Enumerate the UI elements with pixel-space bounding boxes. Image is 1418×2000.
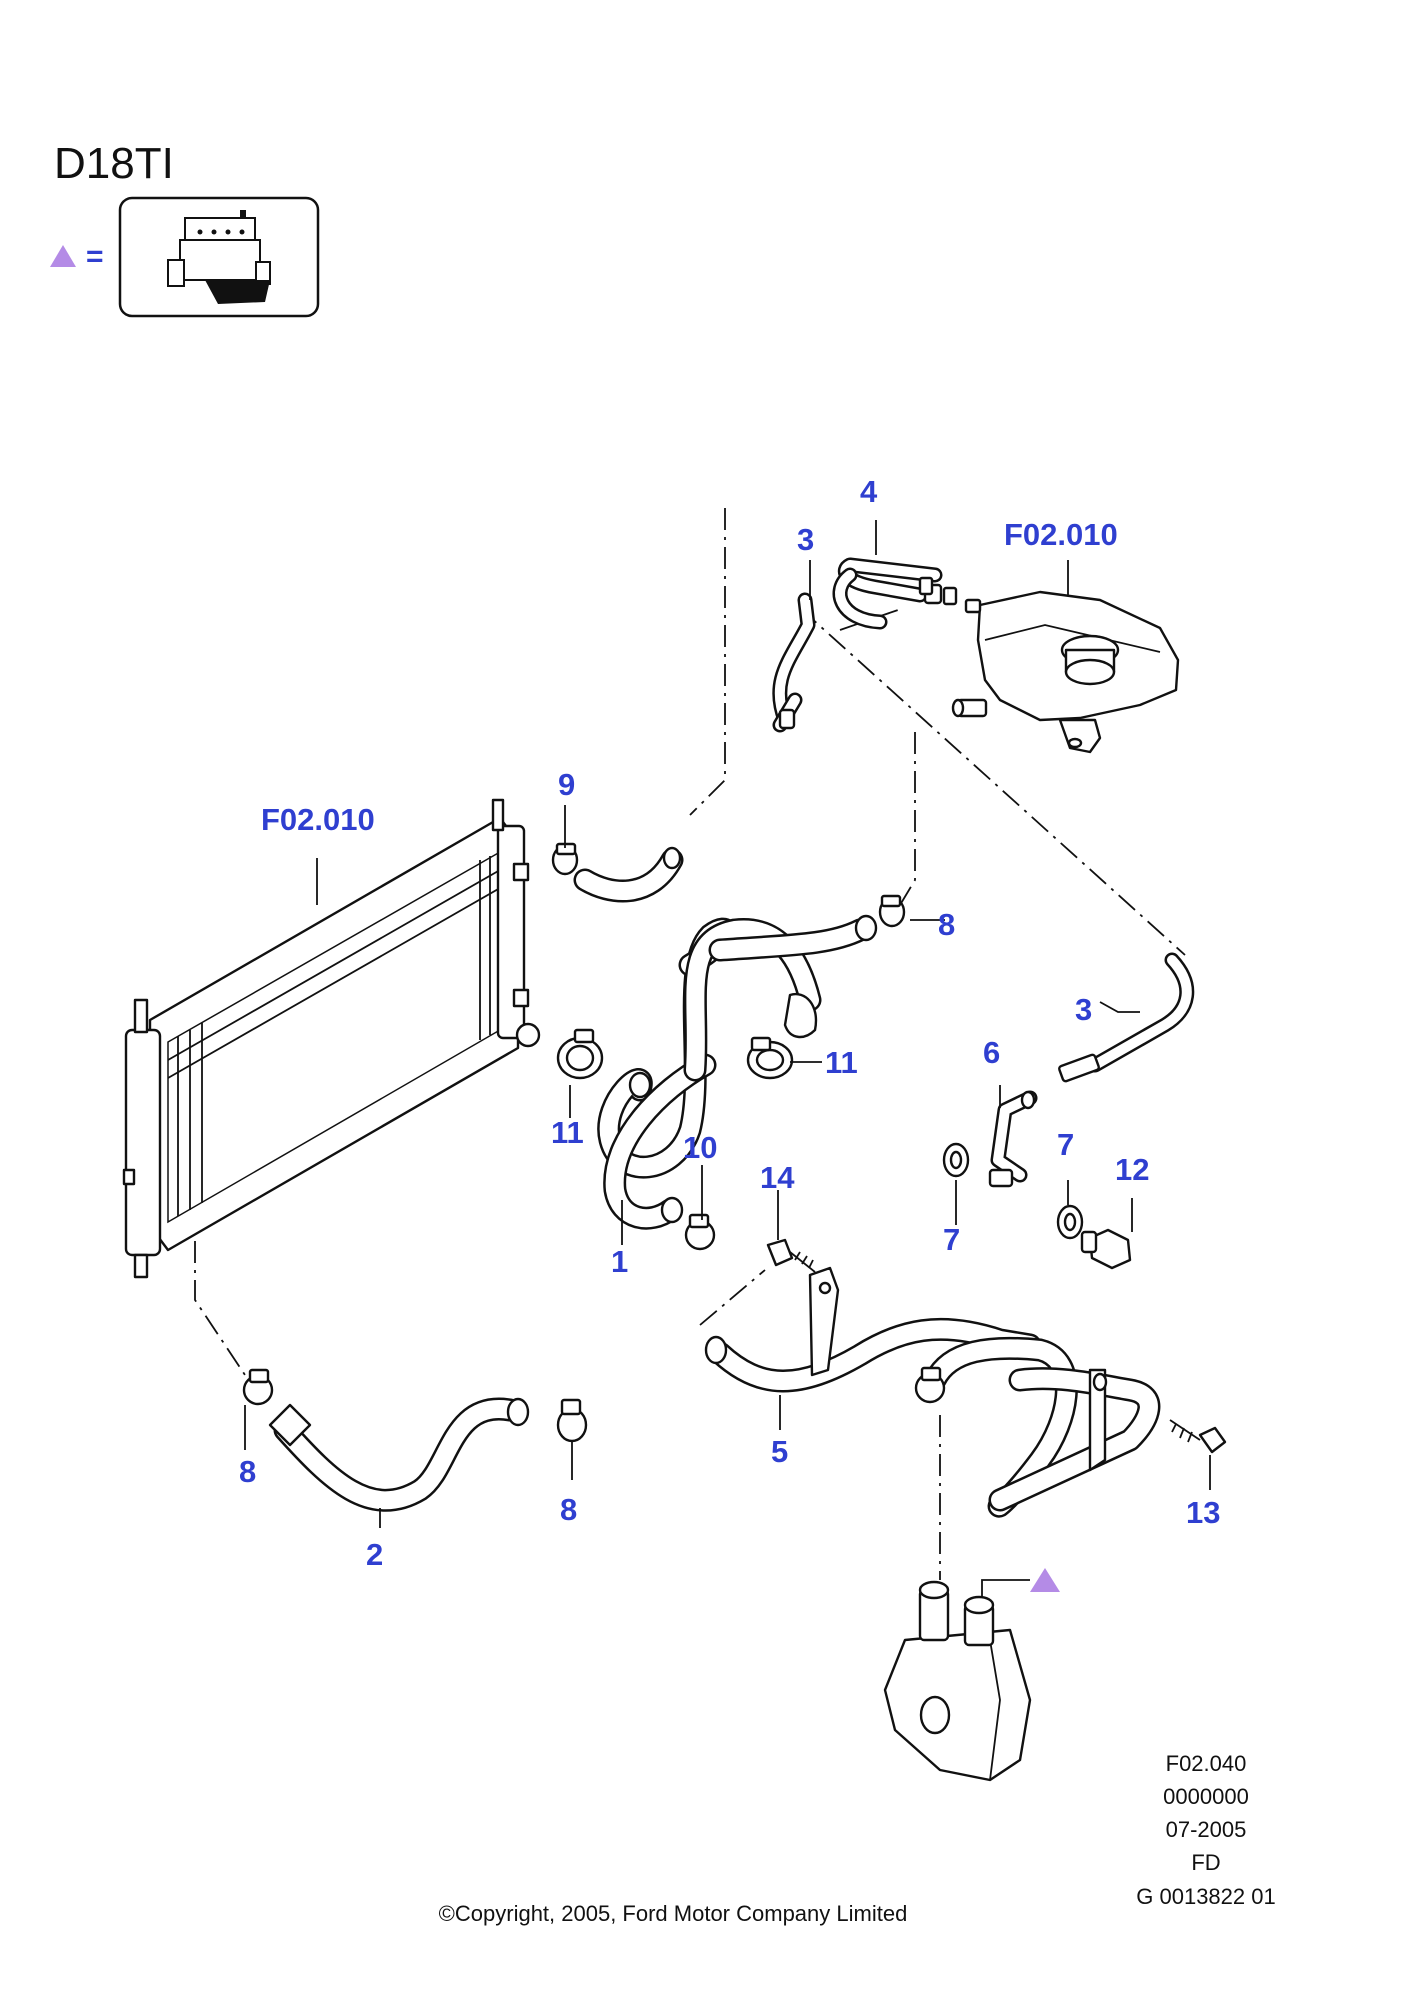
copyright: ©Copyright, 2005, Ford Motor Company Lim… [439, 1901, 908, 1926]
ref-line-1: F02.040 [1166, 1751, 1247, 1776]
callout-1: 1 [611, 1244, 628, 1279]
clamp-8-top [878, 894, 906, 928]
callout-ref-tank: F02.010 [1004, 517, 1118, 552]
callout-7-left: 7 [943, 1222, 960, 1257]
ref-line-2: 0000000 [1163, 1784, 1249, 1809]
legend-equals: = [86, 240, 104, 273]
hose-5 [704, 1266, 1161, 1518]
hose-9 [573, 846, 684, 903]
callout-12: 12 [1115, 1152, 1149, 1187]
washer-7-left [942, 1142, 970, 1178]
ref-line-3: 07-2005 [1166, 1817, 1247, 1842]
callout-8-left: 8 [239, 1454, 256, 1489]
bolt-13 [1169, 1419, 1227, 1454]
engine-code-title: D18TI [54, 139, 174, 188]
callout-ref-radiator: F02.010 [261, 802, 375, 837]
callout-3-right: 3 [1075, 992, 1092, 1027]
callout-9: 9 [558, 767, 575, 802]
routing-line-8 [899, 732, 916, 906]
callout-8-top: 8 [938, 907, 955, 942]
leader-lines [244, 520, 1211, 1528]
clamp-10 [684, 1213, 716, 1251]
clamp-11-right [746, 1036, 794, 1080]
clamp-9 [551, 842, 579, 876]
legend-triangle-icon [50, 245, 76, 267]
washer-7-right [1056, 1204, 1084, 1240]
clamp-top-tank [918, 576, 958, 606]
legend: = [50, 196, 320, 318]
radiator-core-fins [167, 856, 501, 1216]
oil-cooler [883, 1568, 1060, 1782]
callouts: 4 3 F02.010 F02.010 9 8 3 6 11 11 7 12 1… [239, 474, 1220, 1572]
engine-thumbnail-icon [167, 210, 271, 304]
callout-3-top: 3 [797, 522, 814, 557]
callout-13: 13 [1186, 1495, 1220, 1530]
pipe-6 [988, 1090, 1038, 1188]
routing-line-3 [799, 607, 1186, 956]
callout-10: 10 [683, 1130, 717, 1165]
callout-11-right: 11 [825, 1045, 858, 1080]
callout-6: 6 [983, 1035, 1000, 1070]
routing-line-14 [699, 1269, 766, 1326]
fasteners [766, 1142, 1227, 1454]
routing-line-8-lower [194, 1085, 246, 1376]
radiator [122, 798, 541, 1279]
bolt-12 [1080, 1228, 1132, 1270]
clamp-11-left [556, 1028, 604, 1080]
callout-8-mid: 8 [560, 1492, 577, 1527]
hose-2 [268, 1397, 530, 1512]
callout-4: 4 [860, 474, 878, 509]
clamp-8-left [242, 1368, 274, 1406]
callout-14: 14 [760, 1160, 795, 1195]
callout-7-top: 7 [1057, 1127, 1074, 1162]
callout-2: 2 [366, 1537, 383, 1572]
oil-cooler-marker-icon [1030, 1568, 1060, 1592]
hose-1 [597, 914, 878, 1230]
reference-block: F02.040 0000000 07-2005 FD G 0013822 01 [1136, 1751, 1275, 1909]
routing-line-4 [689, 508, 726, 816]
callout-11-left: 11 [551, 1115, 584, 1150]
ref-line-5: G 0013822 01 [1136, 1884, 1275, 1909]
expansion-tank [951, 590, 1180, 754]
clamp-hose-5 [914, 1366, 946, 1404]
bolt-14 [766, 1238, 816, 1273]
clamp-8-mid [556, 1398, 588, 1443]
hose-3-4 [772, 557, 943, 733]
callout-5: 5 [771, 1434, 788, 1469]
clamps [242, 576, 958, 1443]
hose-3-right [1058, 952, 1195, 1083]
ref-line-4: FD [1191, 1850, 1220, 1875]
